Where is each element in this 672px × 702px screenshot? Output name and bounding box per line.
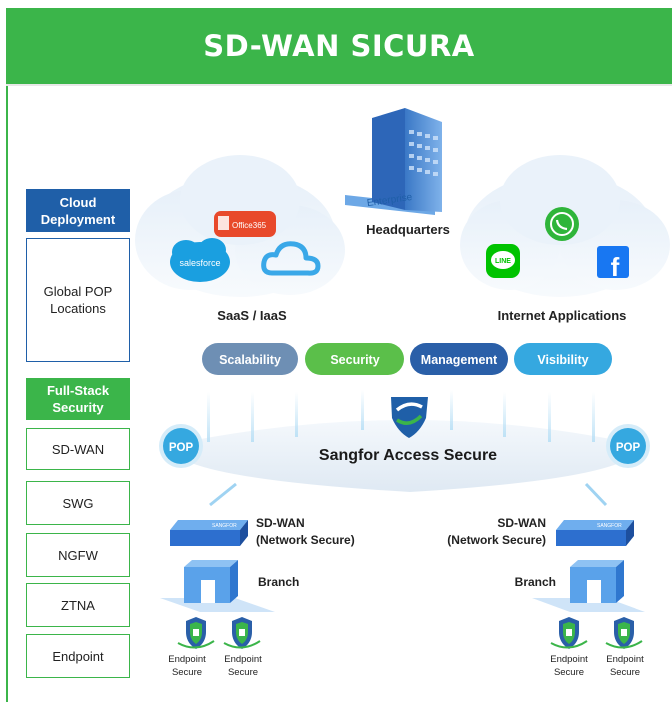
headquarters-building-icon: Enterprise (345, 108, 442, 215)
branch-right-icon (532, 560, 645, 612)
link-right (584, 482, 608, 507)
branch-left-label: Branch (258, 575, 299, 589)
full-stack-security-header: Full-Stack Security (26, 378, 130, 420)
endpoint-shield-icon (177, 617, 215, 649)
security-item-label: NGFW (58, 547, 98, 563)
frame-left-border (6, 84, 8, 702)
endpoint-sublabel: Secure (610, 667, 640, 678)
core-platform-arc (170, 420, 640, 492)
line-label: LINE (495, 258, 511, 265)
pop-right: POP (606, 424, 650, 468)
office365-icon: Office365 (214, 211, 276, 237)
branch-left-icon (160, 560, 275, 612)
security-item-sdwan: SD-WAN (26, 428, 130, 470)
capability-pill-management: Management (410, 343, 508, 375)
line-icon: LINE (486, 244, 520, 278)
endpoint-label: Endpoint (606, 654, 644, 665)
page-title: SD-WAN SICURA (203, 29, 475, 63)
pop-left: POP (159, 424, 203, 468)
sdwan-device-left-icon: SANGFOR (170, 520, 248, 546)
sangfor-logo-icon (391, 397, 428, 438)
security-item-ztna: ZTNA (26, 583, 130, 627)
branch-right-label: Branch (515, 575, 556, 589)
whatsapp-icon (545, 207, 579, 241)
cloud-deployment-header-label: Cloud Deployment (40, 194, 116, 227)
connection-beams (207, 390, 595, 442)
pop-left-label: POP (169, 442, 194, 454)
capability-label: Security (330, 353, 379, 367)
pop-right-label: POP (616, 442, 641, 454)
capability-pill-scalability: Scalability (202, 343, 298, 375)
headquarters-label: Headquarters (366, 222, 450, 237)
security-item-label: ZTNA (61, 597, 95, 613)
facebook-icon: f (597, 246, 629, 282)
security-item-swg: SWG (26, 481, 130, 525)
internet-applications-label: Internet Applications (498, 308, 627, 323)
security-item-label: SD-WAN (51, 441, 105, 457)
endpoint-sublabel: Secure (228, 667, 258, 678)
endpoint-shield-icon (223, 617, 261, 649)
global-pop-box: Global POP Locations (26, 238, 130, 362)
endpoint-label: Endpoint (550, 654, 588, 665)
capability-label: Scalability (219, 353, 281, 367)
cloud-service-icon (261, 241, 321, 276)
endpoint-label: Endpoint (224, 654, 262, 665)
sdwan-right-label: SD-WAN (497, 516, 546, 530)
office365-label: Office365 (232, 221, 267, 230)
salesforce-label: salesforce (179, 258, 220, 268)
endpoint-shield-icon (605, 617, 643, 649)
endpoint-sublabel: Secure (554, 667, 584, 678)
sdwan-device-right-icon: SANGFOR (556, 520, 634, 546)
security-item-label: Endpoint (52, 648, 104, 664)
core-label: Sangfor Access Secure (319, 447, 497, 464)
title-banner: SD-WAN SICURA (6, 8, 672, 84)
device-brand-label: SANGFOR (597, 523, 622, 529)
security-item-ngfw: NGFW (26, 533, 130, 577)
sdwan-left-sublabel: (Network Secure) (256, 533, 355, 547)
endpoint-label: Endpoint (168, 654, 206, 665)
capability-pill-security: Security (305, 343, 404, 375)
security-item-endpoint: Endpoint (26, 634, 130, 678)
global-pop-label: Global POP Locations (43, 284, 113, 316)
device-brand-label: SANGFOR (212, 523, 237, 529)
cloud-deployment-header: Cloud Deployment (26, 189, 130, 232)
endpoint-shield-icon (550, 617, 588, 649)
link-left (209, 482, 237, 507)
full-stack-security-label: Full-Stack Security (46, 383, 110, 415)
capability-pill-visibility: Visibility (514, 343, 612, 375)
facebook-label: f (611, 252, 620, 282)
sdwan-left-label: SD-WAN (256, 516, 305, 530)
endpoint-sublabel: Secure (172, 667, 202, 678)
security-item-label: SWG (62, 495, 94, 511)
frame-top-border (6, 84, 672, 86)
capability-label: Management (421, 353, 498, 367)
saas-label: SaaS / IaaS (217, 308, 287, 323)
salesforce-icon: salesforce (170, 238, 230, 282)
sdwan-right-sublabel: (Network Secure) (447, 533, 546, 547)
capability-label: Visibility (537, 353, 588, 367)
